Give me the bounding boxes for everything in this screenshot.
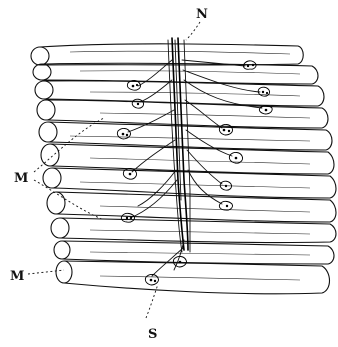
motor-end-plate bbox=[121, 213, 134, 222]
muscle-fiber bbox=[64, 261, 330, 294]
label-nerve-bottom: S bbox=[148, 327, 157, 342]
muscle-fiber-end bbox=[43, 168, 61, 188]
motor-end-plate bbox=[229, 152, 242, 163]
muscle-fiber bbox=[62, 241, 334, 264]
motor-end-plate bbox=[173, 256, 186, 267]
muscle-fiber-end bbox=[31, 47, 49, 65]
label-nerve-top: N bbox=[196, 7, 208, 22]
muscle-fiber-end bbox=[33, 64, 51, 80]
muscle-fiber-end bbox=[56, 261, 72, 283]
muscle-fiber bbox=[56, 192, 336, 222]
muscle-fiber-end bbox=[41, 144, 59, 166]
label-muscle-lower: M bbox=[10, 269, 24, 284]
muscle-fiber-end bbox=[39, 122, 57, 142]
muscle-fiber-end bbox=[37, 100, 55, 120]
muscle-fiber-end bbox=[54, 241, 70, 259]
muscle-fiber-end bbox=[47, 192, 65, 214]
muscle-fiber-end bbox=[51, 218, 69, 238]
muscle-fiber bbox=[44, 81, 324, 106]
motor-end-plate bbox=[132, 99, 143, 108]
motor-end-plate bbox=[117, 128, 130, 139]
motor-end-plate bbox=[259, 106, 272, 114]
muscle-fiber-end bbox=[35, 81, 53, 99]
nerve-trunk bbox=[168, 38, 190, 252]
motor-end-plate bbox=[219, 201, 232, 210]
label-muscle-upper: M bbox=[14, 171, 28, 186]
